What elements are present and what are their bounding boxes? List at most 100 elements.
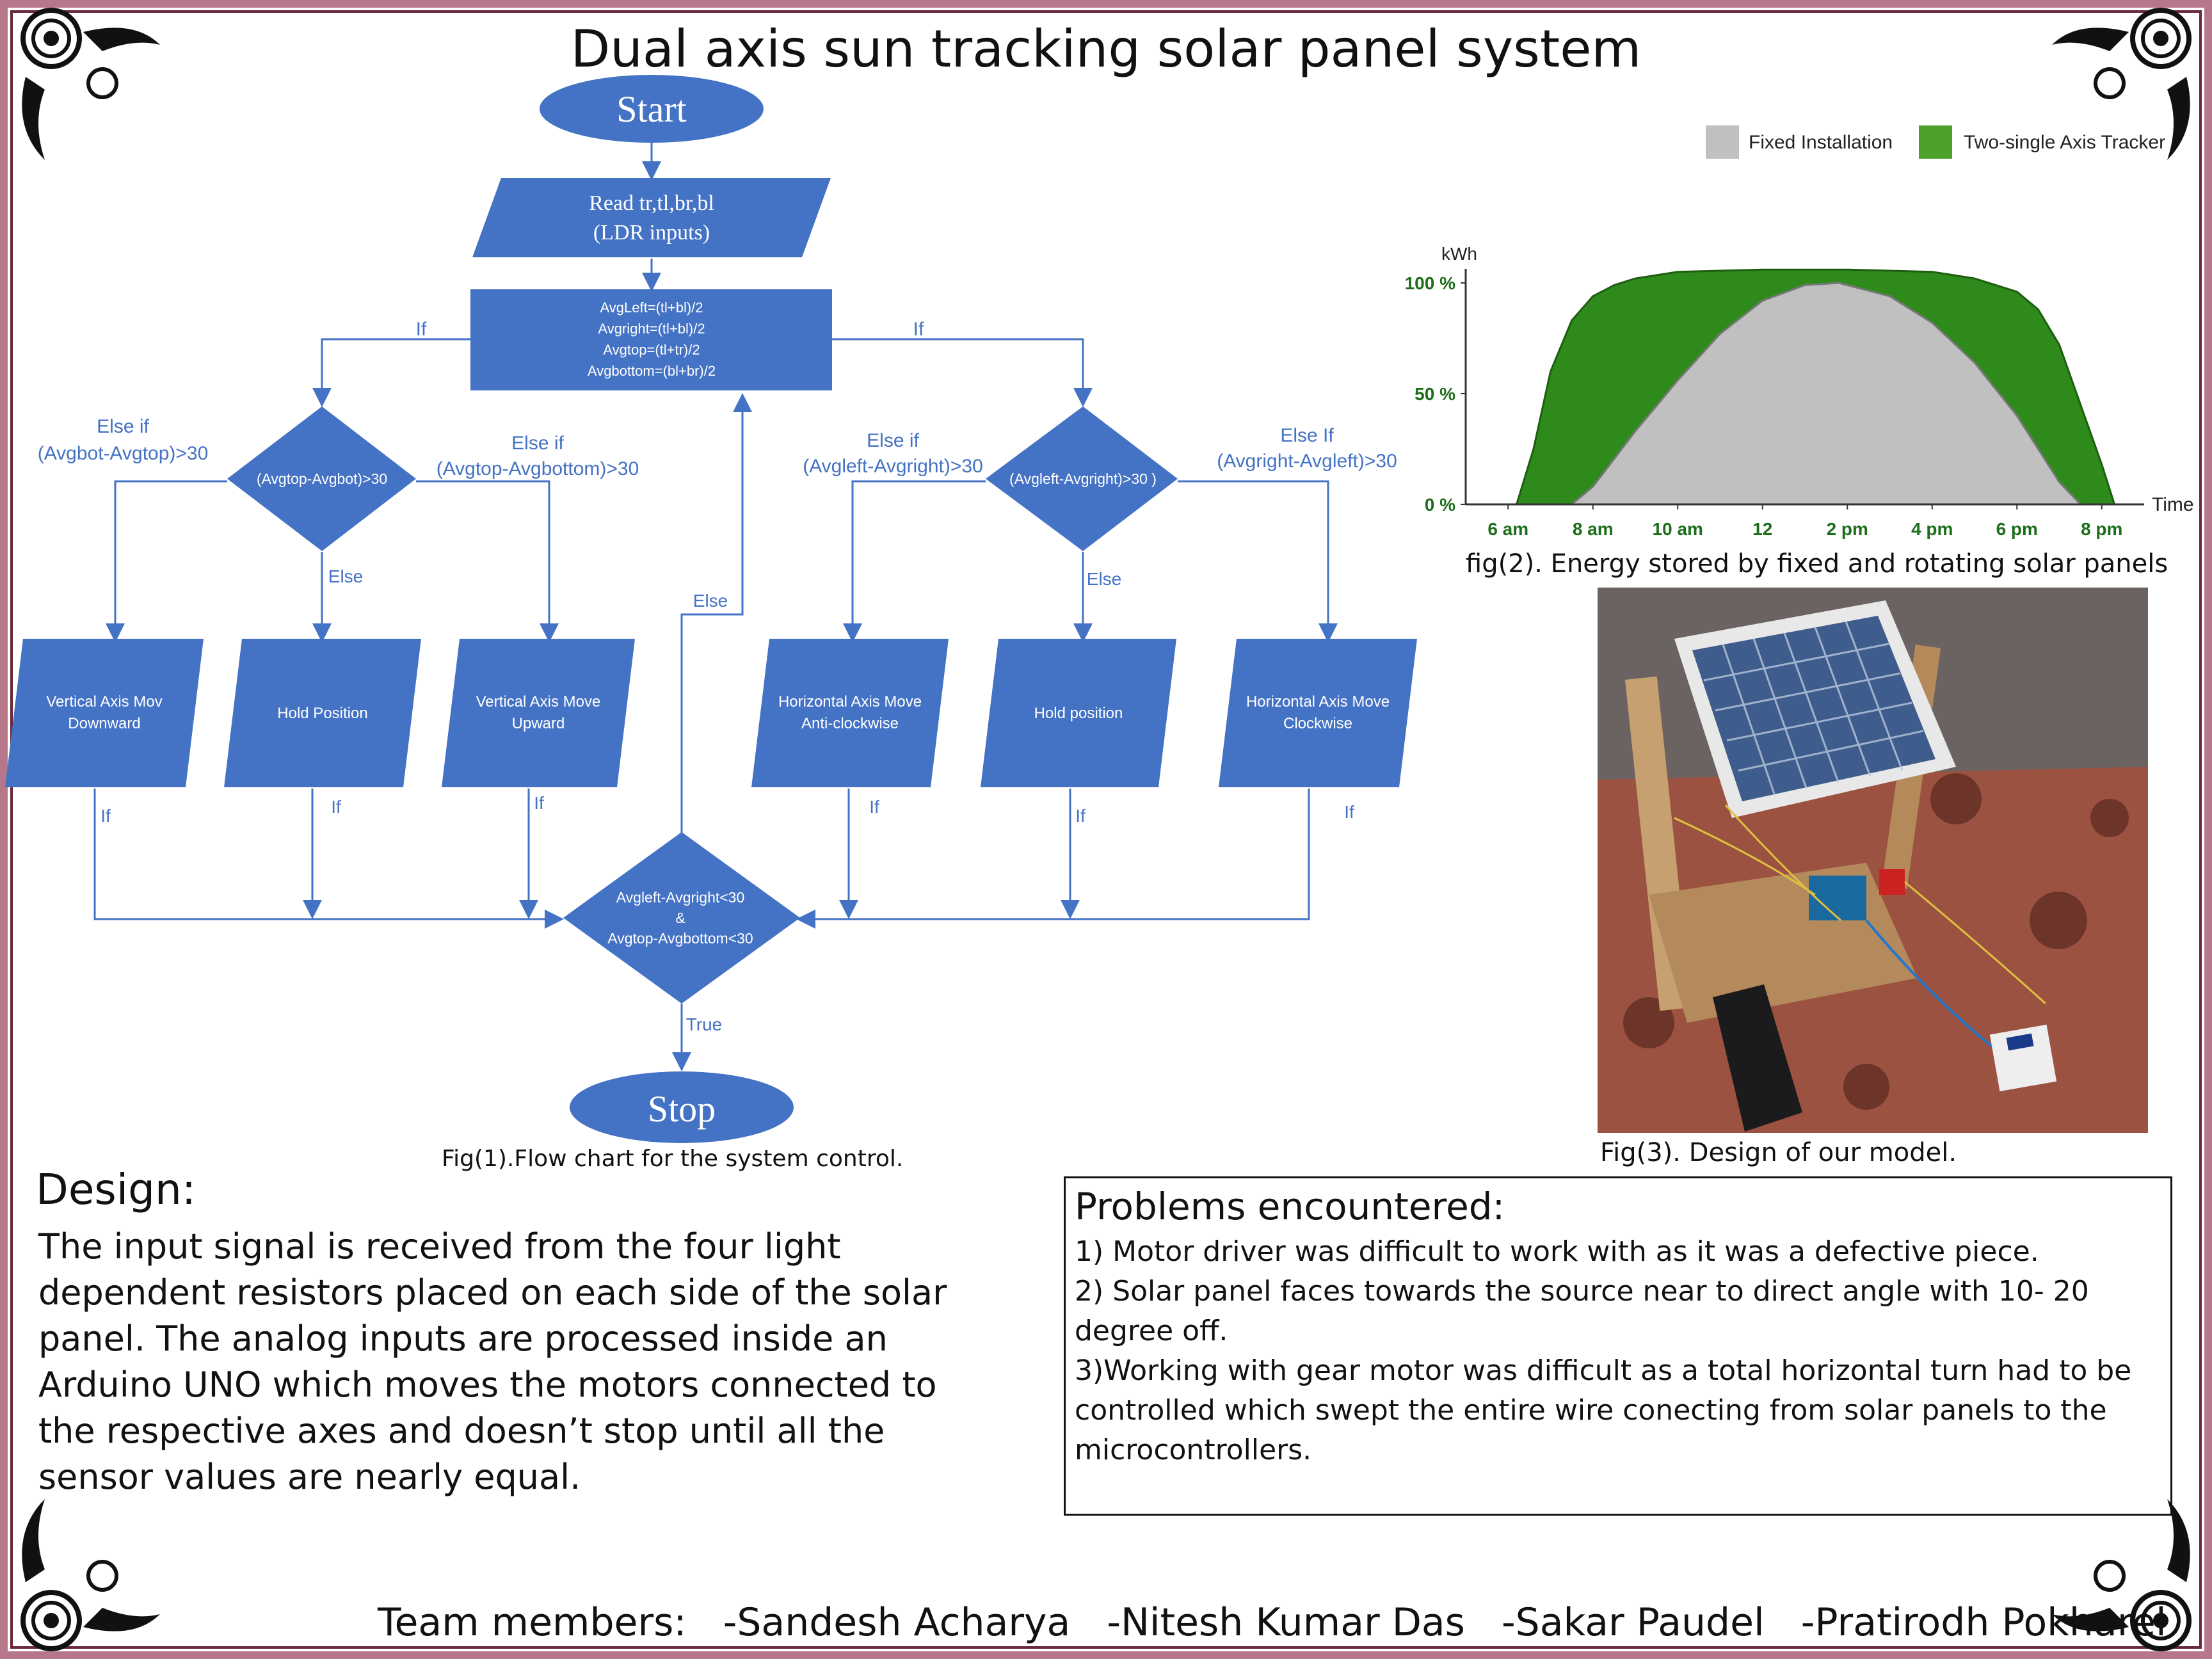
elseif-vert-left-1: Else if [97,416,149,437]
flowchart-caption: Fig(1).Flow chart for the system control… [442,1146,904,1172]
if-label-vup: If [534,793,544,813]
y-tick-label: 50 % [1415,384,1455,404]
if-label-hold-h: If [1075,806,1086,826]
x-tick-label: 4 pm [1911,519,1953,539]
else-label-vertical: Else [328,566,363,586]
poster-title: Dual axis sun tracking solar panel syste… [570,19,1642,79]
average-process-box: AvgLeft=(tl+bl)/2 Avgright=(tl+bl)/2 Avg… [470,289,832,390]
svg-text:Hold position: Hold position [1034,705,1123,722]
else-label-loop: Else [693,591,728,611]
model-photo [1598,588,2148,1133]
avg-bottom-line: Avgbottom=(bl+br)/2 [588,363,716,379]
input-line-2: (LDR inputs) [593,221,710,244]
series-area-fixed [1569,282,2081,506]
action-hold-horizontal: Hold position [981,639,1176,787]
true-label: True [686,1014,723,1034]
start-terminal: Start [540,75,764,143]
legend-swatch-fixed [1706,125,1739,159]
team-label: Team members: [378,1600,687,1645]
stop-terminal: Stop [570,1071,794,1143]
elseif-vert-right-2: (Avgtop-Avgbottom)>30 [437,458,639,479]
legend-label-fixed: Fixed Installation [1749,132,1893,153]
chart-legend: Fixed Installation Two-single Axis Track… [1706,125,2165,159]
svg-text:Anti-clockwise: Anti-clockwise [801,715,899,732]
corner-ornament-top-right [2052,8,2192,160]
corner-ornament-bottom-right [2052,1499,2192,1651]
problems-box: Problems encountered: 1) Motor driver wa… [1064,1176,2172,1516]
team-members: Team members: -Sandesh Acharya -Nitesh K… [378,1600,2191,1645]
action-vertical-up: Vertical Axis Move Upward [442,639,635,787]
vertical-decision-label: (Avgtop-Avgbot)>30 [257,470,387,487]
svg-text:Vertical Axis Mov: Vertical Axis Mov [46,693,162,710]
problem-item: 2) Solar panel faces towards the source … [1075,1275,2089,1347]
design-heading: Design: [36,1165,196,1214]
x-tick-label: 2 pm [1827,519,1868,539]
action-horizontal-anticlockwise: Horizontal Axis Move Anti-clockwise [751,639,949,787]
svg-text:Hold Position: Hold Position [277,705,367,722]
if-label-hold-v: If [331,797,341,817]
corner-ornament-top-left [20,8,160,160]
horizontal-decision-diamond: (Avgleft-Avgright)>30 ) [986,406,1178,551]
team-member: -Pratirodh Pokharel [1800,1600,2167,1645]
x-tick-label: 12 [1752,519,1772,539]
x-tick-label: 10 am [1653,519,1703,539]
svg-text:Avgtop-Avgbottom<30: Avgtop-Avgbottom<30 [607,930,753,947]
svg-text:Horizontal Axis Move: Horizontal Axis Move [1246,693,1390,710]
input-parallelogram: Read tr,tl,br,bl (LDR inputs) [472,178,831,257]
team-member: -Nitesh Kumar Das [1107,1600,1465,1645]
energy-chart: Fixed Installation Two-single Axis Track… [1405,125,2194,539]
if-label-right: If [913,319,924,340]
problem-item: 3)Working with gear motor was difficult … [1075,1354,2132,1466]
y-ticks: 0 %50 %100 % [1405,273,1466,515]
svg-text:Clockwise: Clockwise [1283,715,1352,732]
elseif-horiz-left-2: (Avgleft-Avgright)>30 [803,456,983,477]
x-tick-label: 6 am [1487,519,1528,539]
problems-heading: Problems encountered: [1075,1185,1505,1228]
svg-text:Avgleft-Avgright<30: Avgleft-Avgright<30 [616,889,745,906]
elseif-horiz-right-2: (Avgright-Avgleft)>30 [1217,451,1397,472]
avg-right-line: Avgright=(tl+bl)/2 [598,321,705,337]
design-body: The input signal is received from the fo… [38,1226,947,1497]
action-hold-vertical: Hold Position [224,639,421,787]
problem-item: 1) Motor driver was difficult to work wi… [1075,1235,2039,1268]
avg-left-line: AvgLeft=(tl+bl)/2 [600,300,703,316]
y-tick-label: 100 % [1405,273,1455,293]
action-vertical-down: Vertical Axis Mov Downward [5,639,204,787]
svg-text:Downward: Downward [68,715,140,732]
x-tick-label: 6 pm [1996,519,2038,539]
team-member: -Sakar Paudel [1502,1600,1765,1645]
vertical-decision-diamond: (Avgtop-Avgbot)>30 [227,406,416,551]
input-line-1: Read tr,tl,br,bl [589,191,714,215]
avg-top-line: Avgtop=(tl+tr)/2 [603,342,700,358]
if-label-hcw: If [1344,802,1354,822]
photo-caption: Fig(3). Design of our model. [1600,1138,1957,1167]
poster-inner-frame [10,10,2202,1649]
elseif-horiz-right-1: Else If [1280,425,1334,446]
svg-text:Upward: Upward [512,715,565,732]
x-axis-label: Time [2152,494,2194,515]
stop-label: Stop [648,1088,716,1130]
chart-caption: fig(2). Energy stored by fixed and rotat… [1466,549,2168,579]
svg-text:Horizontal Axis Move: Horizontal Axis Move [778,693,922,710]
else-label-horizontal: Else [1087,569,1121,589]
elseif-horiz-left-1: Else if [867,430,919,451]
horizontal-decision-label: (Avgleft-Avgright)>30 ) [1009,470,1157,487]
corner-ornament-bottom-left [20,1499,160,1651]
team-member: -Sandesh Acharya [723,1600,1071,1645]
if-label-left: If [416,319,427,340]
legend-label-tracker: Two-single Axis Tracker [1964,132,2165,153]
x-tick-label: 8 am [1573,519,1614,539]
action-horizontal-clockwise: Horizontal Axis Move Clockwise [1219,639,1417,787]
flowchart: Start Read tr,tl,br,bl (LDR inputs) AvgL… [5,75,1417,1143]
if-label-hanti: If [869,797,879,817]
svg-text:&: & [675,910,685,926]
final-decision-diamond: Avgleft-Avgright<30 & Avgtop-Avgbottom<3… [563,832,800,1004]
y-axis-label: kWh [1441,244,1477,264]
if-label-vdown: If [100,806,111,826]
elseif-vert-left-2: (Avgbot-Avgtop)>30 [38,443,209,464]
legend-swatch-tracker [1919,125,1952,159]
elseif-vert-right-1: Else if [511,433,564,454]
svg-text:Vertical Axis Move: Vertical Axis Move [476,693,601,710]
